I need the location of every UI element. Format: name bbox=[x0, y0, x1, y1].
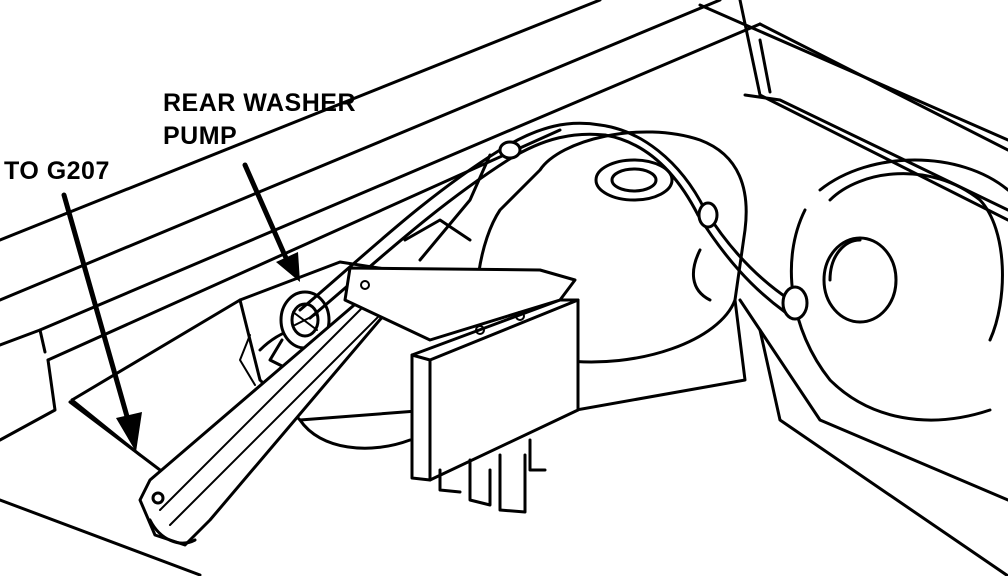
callout-arrows bbox=[61, 162, 300, 452]
bracket-arm bbox=[138, 298, 397, 547]
control-module bbox=[343, 266, 580, 514]
arrow-head-icon bbox=[276, 252, 300, 282]
rear-washer-pump-label-line2: PUMP bbox=[163, 122, 238, 150]
arrow-head-icon bbox=[116, 412, 142, 452]
to-g207-label: TO G207 bbox=[4, 157, 110, 185]
wheel-house bbox=[738, 158, 1008, 576]
rear-washer-pump-label-line1: REAR WASHER bbox=[163, 89, 357, 117]
body-panel-lines bbox=[0, 0, 762, 576]
frame-corner bbox=[698, 0, 1008, 222]
